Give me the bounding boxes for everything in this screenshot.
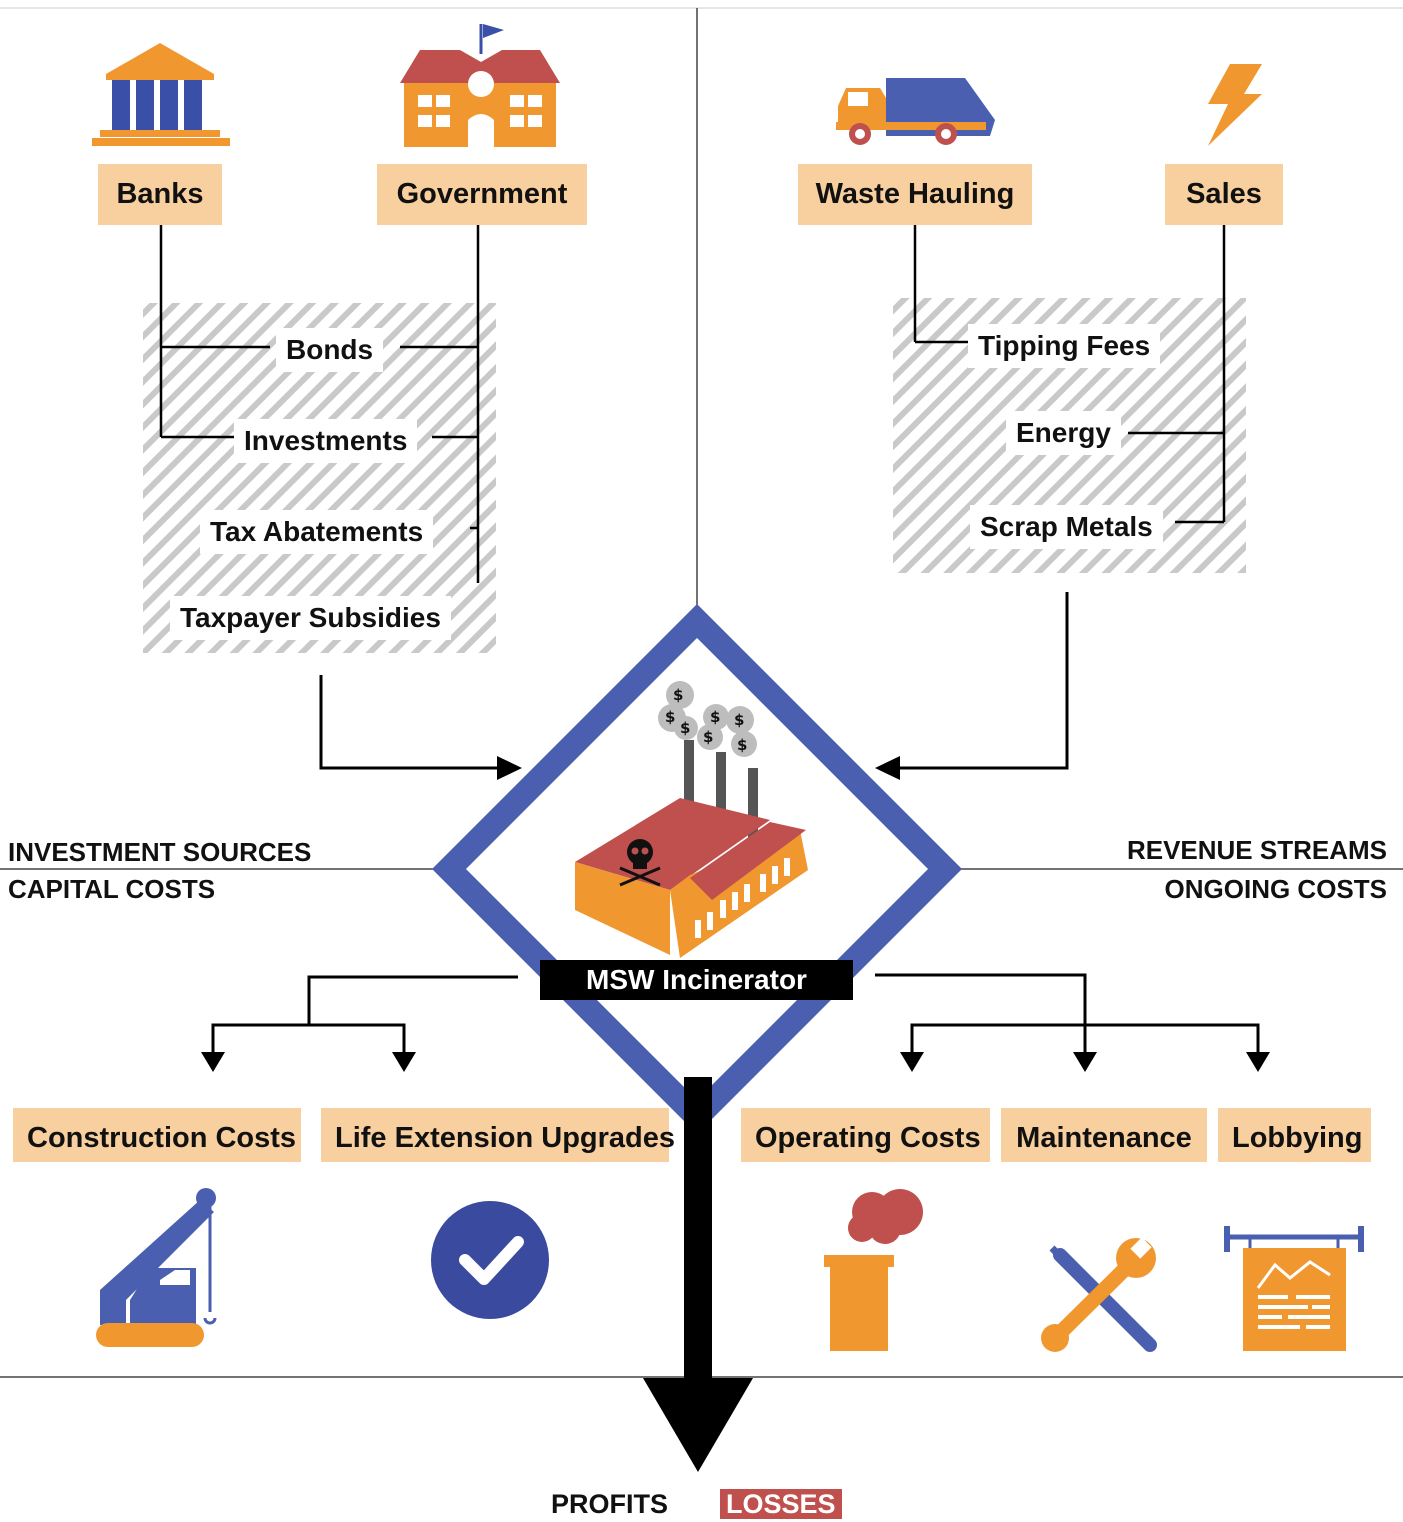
investment-arrow <box>319 675 500 770</box>
revenue-streams-heading: REVENUE STREAMS <box>1126 835 1387 865</box>
capital-costs-heading: CAPITAL COSTS <box>8 874 216 904</box>
garbage-truck-icon <box>836 78 995 145</box>
banks-label: Banks <box>98 164 222 225</box>
svg-text:$: $ <box>680 719 690 737</box>
svg-text:$: $ <box>703 728 713 746</box>
svg-text:$: $ <box>710 708 720 726</box>
investments-label: Investments <box>234 419 418 463</box>
investment-connectors <box>159 216 480 583</box>
svg-text:$: $ <box>737 736 747 754</box>
outcome-arrow-head <box>643 1378 753 1472</box>
losses-badge: LOSSES <box>720 1486 842 1522</box>
bank-icon <box>92 43 230 146</box>
taxpayer-subsidies-label: Taxpayer Subsidies <box>170 596 451 640</box>
ongoing-costs-heading: ONGOING COSTS <box>1164 874 1387 904</box>
investment-sources-heading: INVESTMENT SOURCES <box>8 837 312 867</box>
waste-hauling-label: Waste Hauling <box>798 164 1032 225</box>
scrap-metals-label: Scrap Metals <box>970 505 1163 549</box>
crane-icon <box>96 1188 217 1347</box>
lightning-icon <box>1208 64 1262 146</box>
ongoing-cost-branches <box>875 973 1260 1055</box>
tools-icon <box>1041 1237 1157 1352</box>
bonds-label: Bonds <box>276 328 384 372</box>
svg-text:$: $ <box>734 711 744 729</box>
outcome-arrow-shaft <box>684 1077 712 1380</box>
maintenance-label: Maintenance <box>1001 1108 1207 1162</box>
msw-incinerator-label: MSW Incinerator <box>540 960 853 1000</box>
revenue-connectors <box>913 216 1226 524</box>
svg-text:$: $ <box>673 686 683 704</box>
operating-costs-label: Operating Costs <box>741 1108 990 1162</box>
sales-label: Sales <box>1165 164 1283 225</box>
checkmark-icon <box>431 1201 549 1319</box>
life-extension-upgrades-label: Life Extension Upgrades <box>321 1108 675 1162</box>
smokestack-icon <box>824 1189 923 1351</box>
energy-label: Energy <box>1006 411 1121 455</box>
losses-label: LOSSES <box>720 1489 842 1519</box>
government-label: Government <box>377 164 587 225</box>
revenue-arrow <box>898 592 1069 770</box>
chart-sign-icon <box>1224 1226 1364 1351</box>
factory-icon: $ $ $ $ $ $ $ <box>575 681 808 958</box>
skull-icon <box>619 839 661 887</box>
tipping-fees-label: Tipping Fees <box>968 324 1161 368</box>
capital-cost-branches <box>211 975 518 1055</box>
profits-label: PROFITS <box>551 1489 669 1519</box>
construction-costs-label: Construction Costs <box>13 1108 301 1162</box>
svg-text:$: $ <box>665 708 675 726</box>
lobbying-label: Lobbying <box>1218 1108 1371 1162</box>
tax-abatements-label: Tax Abatements <box>200 510 434 554</box>
school-icon <box>400 24 560 147</box>
